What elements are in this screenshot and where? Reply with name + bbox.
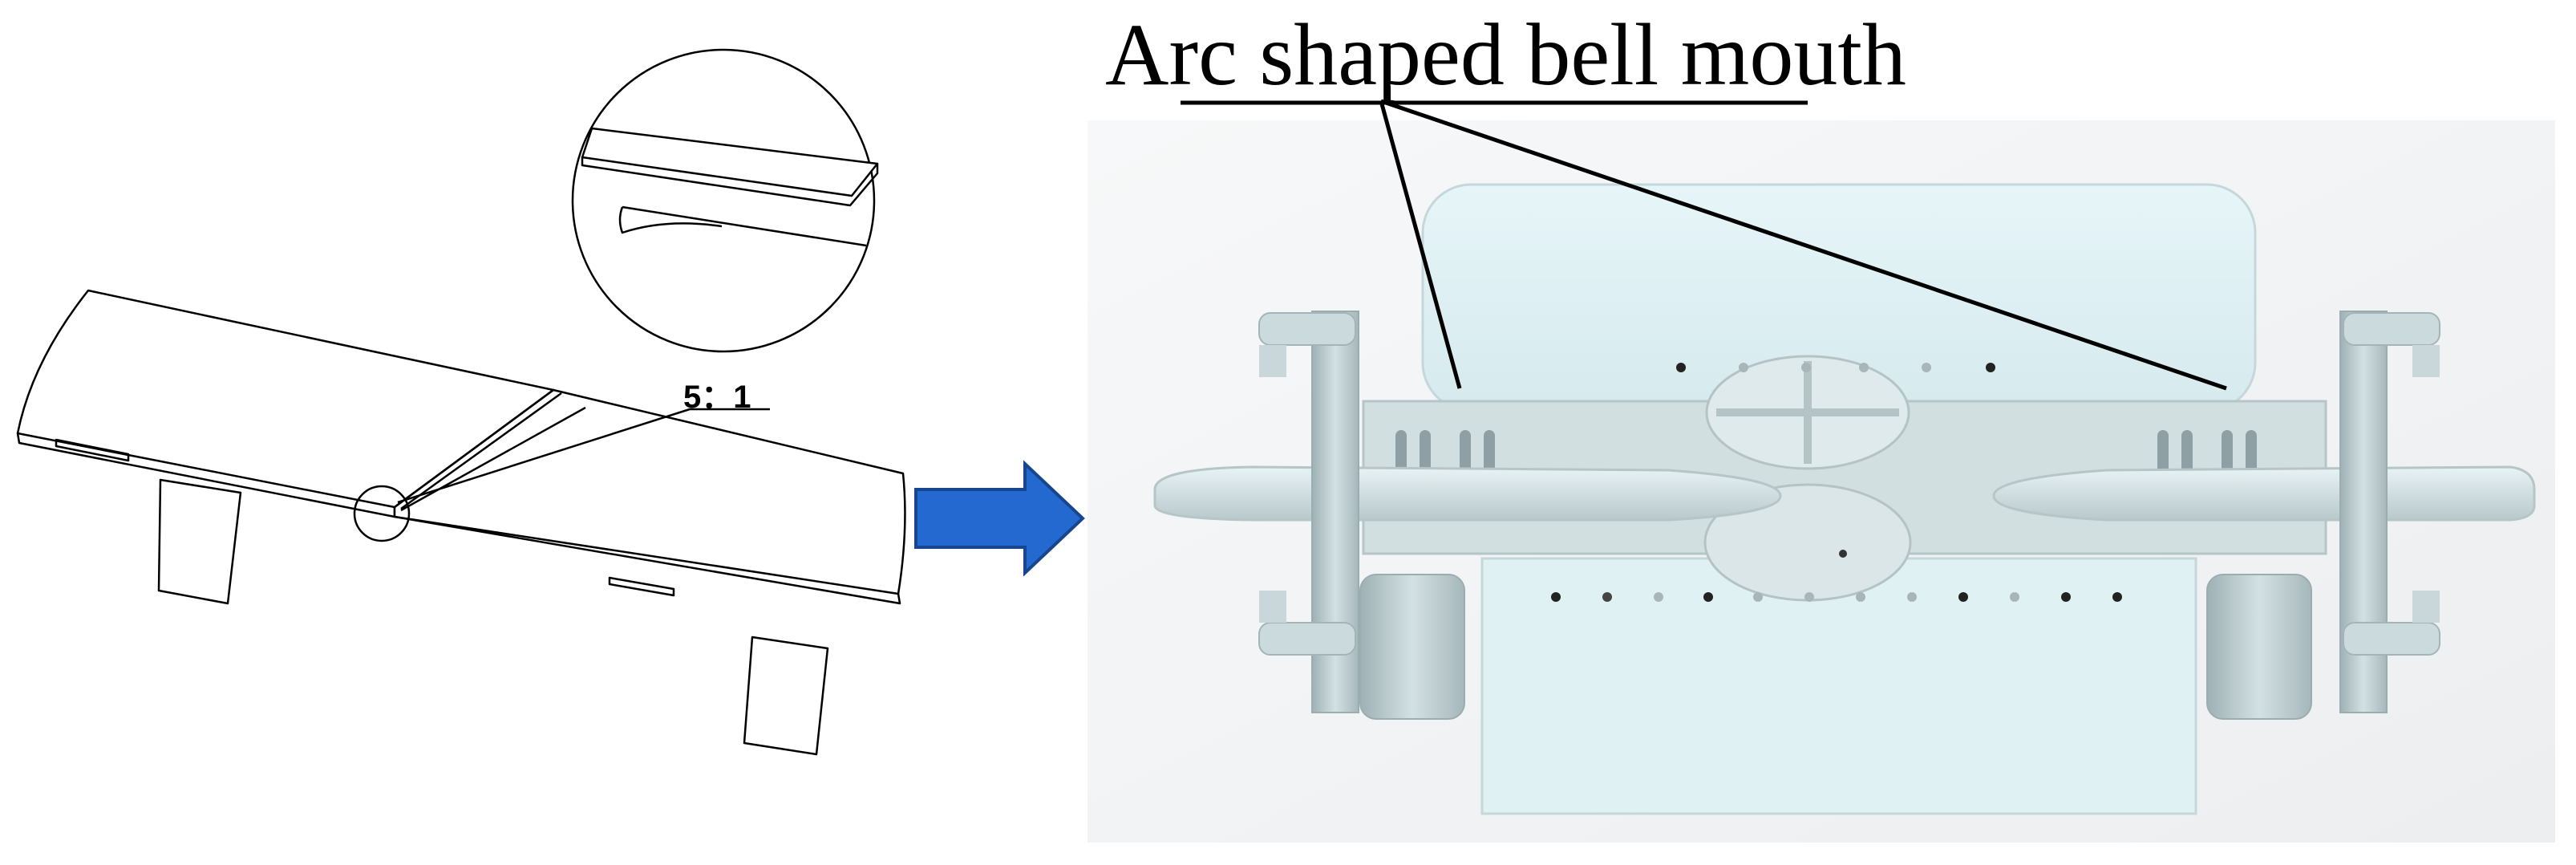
right-arrow-icon [914,460,1085,577]
right-cylinder [2206,574,2312,720]
detail-circle [571,48,876,353]
right-post-cap-top [2343,312,2440,346]
right-post-tab-top [2412,345,2440,377]
scale-label: 5：1 [683,380,751,415]
leg-right [743,636,829,756]
rib-left [55,438,130,462]
plate-right [393,388,906,595]
detail-plate-bottom [581,157,879,207]
lower-panel [1480,557,2197,815]
leader-line [397,406,770,512]
detail-lower-plate [618,205,867,247]
leg-left [157,478,242,605]
line-drawing [16,48,906,756]
annotation-leaders [1181,99,2227,391]
seam-line [394,388,562,510]
wheel-right [1992,465,2536,522]
leader-to-right-mouth [1380,99,2227,391]
left-post-cap-top [1258,312,1356,346]
frame-slots [1395,430,2257,478]
wheel-left [1153,465,1782,522]
upper-panel-holes [1676,363,1995,372]
hub-spokes [1716,361,1899,464]
plate-left [16,289,555,509]
annotation-title: Arc shaped bell mouth [1105,6,1906,104]
render-view [1088,120,2555,843]
detail-marker-circle [353,485,411,542]
rib-right [608,576,675,597]
leader-to-left-mouth [1379,100,1462,389]
left-post-tab-bottom [1259,591,1286,623]
left-post-cap-bottom [1258,622,1356,656]
plate-right-edge [394,515,901,605]
right-post-tab-bottom [2412,591,2440,623]
lower-panel-holes [1551,592,2122,602]
left-post-tab-top [1259,345,1286,377]
right-post-cap-bottom [2343,622,2440,656]
left-cylinder [1359,574,1465,720]
